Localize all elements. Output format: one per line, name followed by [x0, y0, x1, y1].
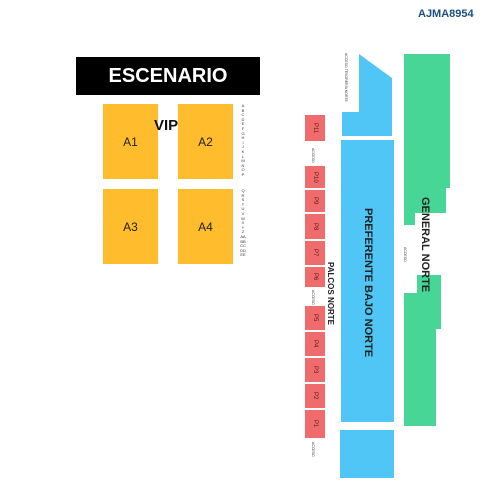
palco-p3[interactable]: P3 — [305, 358, 325, 382]
row-letter-r: R — [241, 192, 245, 198]
preferente-bajo-norte-section[interactable] — [341, 140, 394, 422]
palcos-norte-label: PALCOS NORTE — [326, 262, 335, 325]
row-letter-u: U — [241, 206, 245, 212]
general-norte-lower[interactable] — [404, 275, 441, 426]
section-a4[interactable]: A4 — [178, 189, 233, 264]
palco-p9[interactable]: P9 — [305, 190, 325, 212]
palco-p8[interactable]: P8 — [305, 214, 325, 239]
palco-p11-label: P11 — [312, 122, 318, 134]
general-norte-map — [404, 54, 450, 426]
general-norte-upper[interactable] — [404, 54, 450, 225]
preferente-bajo-norte-map — [340, 54, 394, 478]
preferente-bajo-norte-label: PREFERENTE BAJO NORTE — [362, 208, 374, 358]
palco-p11[interactable]: P11 — [305, 115, 325, 141]
row-letter-j: J — [242, 144, 244, 150]
row-letter-ee: EE — [240, 252, 246, 258]
row-letter-l: L — [241, 153, 245, 159]
row-letter-q: Q — [241, 188, 245, 193]
row-letter-b: B — [241, 107, 245, 113]
row-letter-w: W — [241, 215, 245, 221]
map-code: AJMA8954 — [418, 8, 474, 20]
acceso-tesoreria-label: ACCESO TESORERÍA NORTE — [344, 53, 348, 102]
section-a3[interactable]: A3 — [103, 189, 158, 264]
palco-p9-label: P9 — [312, 197, 318, 205]
palco-p8-label: P8 — [312, 222, 318, 231]
acceso-label-4: ACCESO — [403, 247, 407, 262]
row-letter-s: S — [241, 197, 245, 203]
stage-label: ESCENARIO — [108, 64, 228, 87]
palco-p10[interactable]: P10 — [305, 166, 325, 188]
row-letter-x: X — [241, 220, 245, 226]
preferente-top-block[interactable] — [342, 54, 392, 136]
row-letter-n: N — [241, 162, 245, 168]
row-letter-h: H — [241, 135, 245, 141]
general-norte-label: GENERAL NORTE — [419, 197, 431, 293]
section-a3-label: A3 — [123, 219, 138, 234]
palco-p1-label: P1 — [312, 420, 318, 428]
row-letter-o: O — [241, 167, 245, 173]
row-letter-i: I — [242, 139, 244, 145]
row-letter-t: T — [241, 201, 245, 207]
section-a1-label: A1 — [123, 134, 138, 149]
palco-p6[interactable]: P6 — [305, 267, 325, 287]
palco-p10-label: P10 — [312, 171, 318, 183]
palco-p7-label: P7 — [312, 249, 318, 257]
acceso-label-2: ACCESO — [311, 290, 315, 305]
row-letter-k: K — [241, 148, 245, 154]
row-letter-cc: CC — [240, 243, 246, 249]
stage: ESCENARIO — [76, 57, 260, 95]
row-letter-y: Y — [241, 224, 245, 230]
section-a1[interactable]: A1 — [103, 104, 158, 179]
row-letter-a: A — [241, 103, 245, 108]
section-a4-label: A4 — [198, 219, 213, 234]
row-letter-f: F — [241, 125, 245, 131]
row-letter-dd: DD — [240, 247, 246, 253]
palco-p1[interactable]: P1 — [305, 410, 325, 438]
preferente-bottom-block[interactable] — [340, 430, 394, 478]
row-letter-v: V — [241, 210, 245, 216]
palco-p6-label: P6 — [312, 273, 318, 281]
row-letter-d: D — [241, 116, 245, 122]
acceso-label-1: ACCESO — [311, 148, 315, 163]
row-letter-aa: AA — [240, 233, 246, 239]
row-letter-m: M — [241, 158, 245, 164]
row-letter-bb: BB — [240, 238, 246, 244]
palco-p5[interactable]: P5 — [305, 306, 325, 330]
row-letter-z: Z — [241, 229, 245, 235]
acceso-label-3: ACCESO — [311, 442, 315, 457]
palco-p4-label: P4 — [312, 340, 318, 348]
vip-label: VIP — [154, 117, 179, 134]
row-letter-e: E — [241, 121, 245, 127]
palco-p5-label: P5 — [312, 314, 318, 322]
section-a2-label: A2 — [198, 134, 213, 149]
section-a2[interactable]: A2 — [178, 104, 233, 179]
palco-p7[interactable]: P7 — [305, 241, 325, 265]
palco-p2-label: P2 — [312, 392, 318, 400]
row-letter-p: P — [241, 171, 245, 177]
row-letter-c: C — [241, 112, 245, 118]
palco-p4[interactable]: P4 — [305, 332, 325, 356]
palco-p3-label: P3 — [312, 366, 318, 374]
row-letter-g: G — [241, 130, 245, 136]
palco-p2[interactable]: P2 — [305, 384, 325, 408]
